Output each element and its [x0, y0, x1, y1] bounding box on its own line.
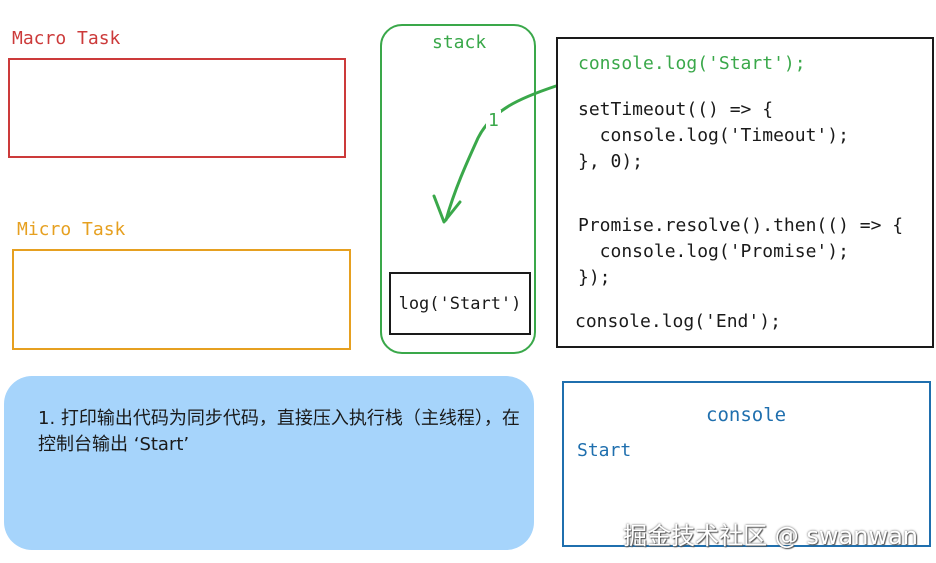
micro-task-label: Micro Task: [17, 219, 126, 240]
macro-task-label: Macro Task: [12, 28, 121, 49]
console-panel: [562, 381, 931, 547]
explanation-text: 1. 打印输出代码为同步代码，直接压入执行栈（主线程），在控制台输出 ‘Star…: [38, 408, 520, 455]
code-line: console.log('Promise');: [578, 241, 849, 262]
code-line: }, 0);: [578, 151, 644, 172]
watermark: 掘金技术社区 @ swanwan: [623, 522, 918, 550]
console-output-line: Start: [577, 440, 632, 461]
call-stack: [380, 24, 536, 354]
macro-task-queue: [8, 58, 346, 158]
code-line: console.log('End');: [575, 311, 781, 332]
console-title: console: [706, 404, 787, 426]
code-line: setTimeout(() => {: [578, 99, 774, 120]
code-line: });: [578, 267, 611, 288]
arrow-step-label: 1: [486, 110, 501, 131]
stack-label: stack: [432, 32, 487, 53]
code-line: console.log('Start');: [578, 53, 806, 74]
code-panel: [556, 37, 934, 348]
explanation-note: 1. 打印输出代码为同步代码，直接压入执行栈（主线程），在控制台输出 ‘Star…: [4, 376, 534, 550]
stack-frame: log('Start'): [389, 272, 531, 335]
code-line: Promise.resolve().then(() => {: [578, 215, 904, 236]
code-line: console.log('Timeout');: [578, 125, 849, 146]
micro-task-queue: [12, 249, 351, 350]
